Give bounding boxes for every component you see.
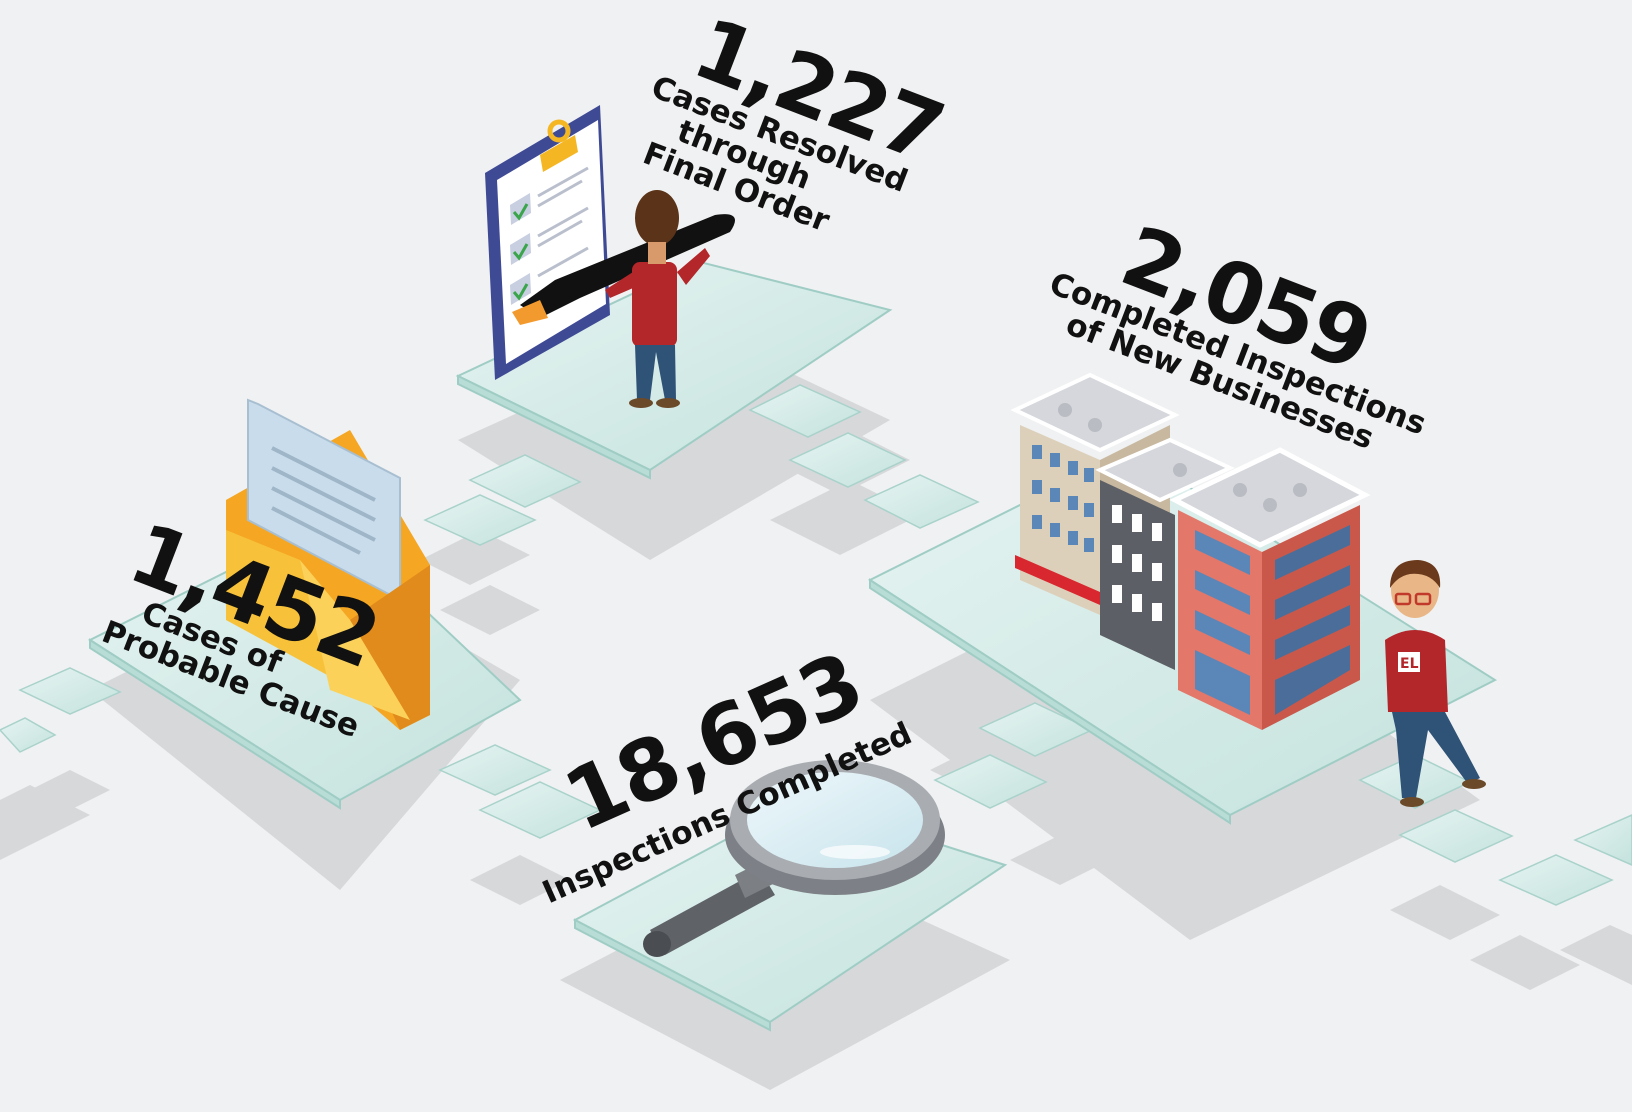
shirt-badge-text: EL xyxy=(1400,656,1419,672)
standing-man-illustration: EL xyxy=(1385,560,1486,807)
magnifying-glass-illustration xyxy=(643,760,945,957)
buildings-illustration xyxy=(1010,372,1371,730)
glass-tiles xyxy=(0,384,1632,906)
envelope-illustration xyxy=(226,398,430,730)
person-with-pen xyxy=(512,190,735,408)
